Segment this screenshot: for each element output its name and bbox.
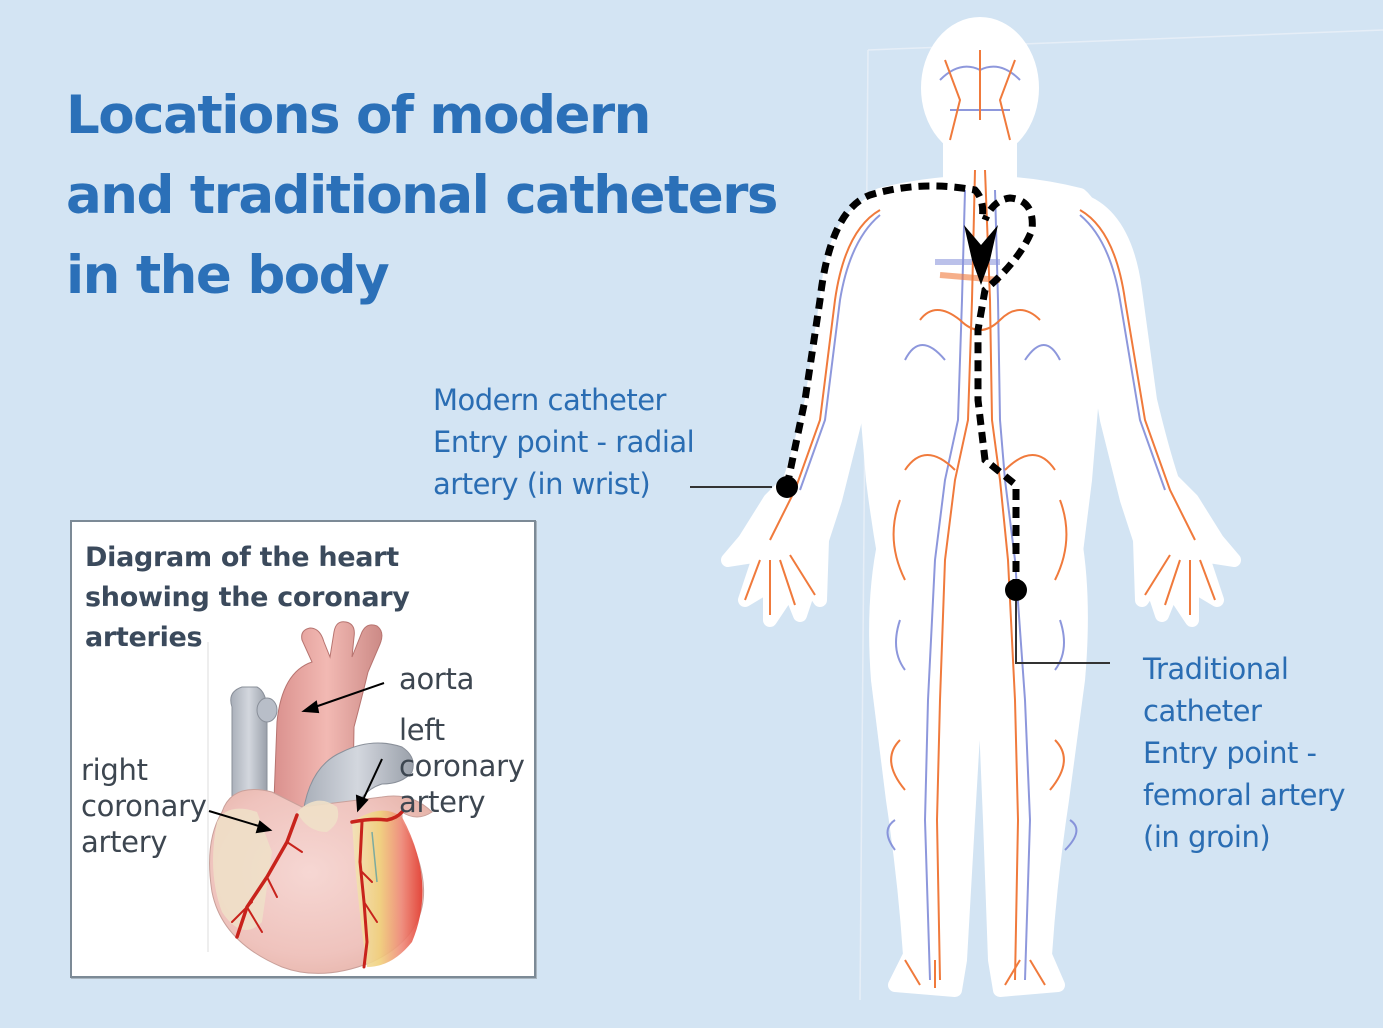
pulmonary-artery <box>301 742 414 823</box>
coronary-arteries <box>231 810 404 969</box>
traditional-catheter-label: Traditional catheter Entry point - femor… <box>1143 648 1346 858</box>
aorta-label-line-1: aorta <box>399 662 475 696</box>
right-coronary-artery-label: right coronary artery <box>81 752 207 860</box>
right-coronary-line-1: right <box>81 753 148 787</box>
heart-title-line-1: Diagram of the heart <box>85 542 399 573</box>
title-line-2: and traditional catheters <box>66 165 778 226</box>
modern-label-line-1: Modern catheter <box>433 383 666 417</box>
traditional-label-line-3: Entry point - <box>1143 736 1317 770</box>
arrow-head-icon <box>964 225 998 285</box>
title-line-1: Locations of modern <box>66 85 651 146</box>
modern-label-line-2: Entry point - radial <box>433 425 695 459</box>
modern-label-line-3: artery (in wrist) <box>433 467 651 501</box>
heart-title-line-3: arteries <box>85 622 203 653</box>
heart-title-line-2: showing the coronary <box>85 582 410 613</box>
heart-inset-title: Diagram of the heart showing the coronar… <box>85 538 410 658</box>
traditional-catheter-path <box>974 194 1036 590</box>
traditional-label-line-2: catheter <box>1143 694 1262 728</box>
right-coronary-line-3: artery <box>81 825 168 859</box>
aorta <box>271 621 383 853</box>
traditional-label-line-4: femoral artery <box>1143 778 1346 812</box>
traditional-leader-line <box>1015 601 1110 664</box>
heart-diagram-inset: Diagram of the heart showing the coronar… <box>70 520 536 978</box>
radial-entry-point-marker <box>776 476 798 498</box>
label-pointer-arrows <box>208 682 385 834</box>
modern-catheter-path <box>783 182 987 487</box>
left-coronary-line-1: left <box>399 713 445 747</box>
arteries <box>744 50 1216 988</box>
traditional-label-line-1: Traditional <box>1143 652 1289 686</box>
catheter-paths <box>783 182 1036 590</box>
title-line-3: in the body <box>66 245 390 306</box>
aorta-label: aorta <box>399 661 474 697</box>
left-coronary-artery-label: left coronary artery <box>399 712 525 820</box>
right-coronary-line-2: coronary <box>81 789 207 823</box>
left-coronary-line-2: coronary <box>399 749 525 783</box>
traditional-label-line-5: (in groin) <box>1143 820 1271 854</box>
femoral-entry-point-marker <box>1005 579 1027 601</box>
left-coronary-line-3: artery <box>399 785 486 819</box>
modern-catheter-label: Modern catheter Entry point - radial art… <box>433 379 695 505</box>
page-title: Locations of modern and traditional cath… <box>66 76 778 316</box>
heart-illustration <box>207 621 433 974</box>
